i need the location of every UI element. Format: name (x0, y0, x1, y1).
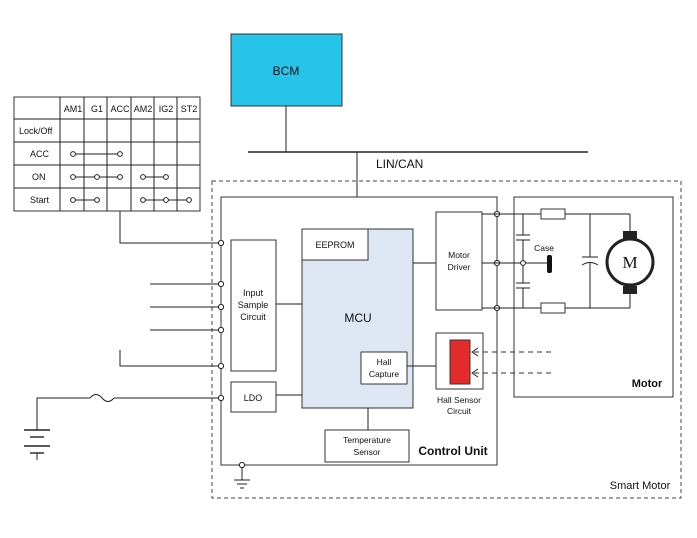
pin-dot (217, 326, 225, 334)
input-sample-circuit-block (230, 239, 277, 372)
temperature-line-2: Sensor (354, 447, 381, 457)
input-sample-line-3: Circuit (240, 312, 266, 322)
ldo-block (230, 381, 277, 413)
ignition-wire (119, 211, 221, 244)
battery-icon (24, 429, 50, 460)
hall-capture-line-2: Capture (369, 369, 400, 379)
motor-box (513, 196, 674, 398)
input-sample-line-1: Input (243, 288, 264, 298)
control-unit-label: Control Unit (418, 444, 487, 458)
resistor-icon (540, 302, 566, 314)
pin-dot (217, 303, 225, 311)
motor-label: Motor (632, 378, 663, 390)
motor-driver-block (435, 211, 483, 311)
motor-symbol: M (622, 253, 637, 272)
col-am1: AM1 (64, 104, 83, 114)
motor-icon (605, 214, 655, 308)
temperature-sensor-block (324, 429, 410, 463)
case-label: Case (534, 243, 554, 253)
case-icon (547, 255, 552, 273)
motor-driver-line-2: Driver (448, 262, 471, 272)
switch-contact-icon (70, 174, 169, 180)
eeprom-block (301, 228, 369, 261)
ldo-label: LDO (244, 393, 263, 403)
eeprom-label: EEPROM (315, 240, 354, 250)
motor-driver-line-1: Motor (448, 250, 470, 260)
ignition-switch-table: AM1 G1 ACC AM2 IG2 ST2 Lock/Off ACC ON S… (13, 96, 201, 212)
row-acc: ACC (30, 149, 50, 159)
pin-dot (217, 280, 225, 288)
row-on: ON (32, 172, 46, 182)
col-am2: AM2 (134, 104, 153, 114)
hall-capture-block (360, 351, 408, 385)
mcu-label: MCU (344, 311, 371, 325)
hall-sensor-line-1: Hall Sensor (437, 395, 481, 405)
hall-capture-line-1: Hall (377, 357, 392, 367)
input-wire-4 (119, 350, 221, 367)
resistor-icon (540, 208, 566, 220)
row-lock-off: Lock/Off (19, 126, 53, 136)
hall-sensor-element (449, 339, 471, 385)
col-g1: G1 (91, 104, 103, 114)
arrow-icon (471, 347, 479, 357)
pin-dot (217, 394, 225, 402)
col-ig2: IG2 (159, 104, 174, 114)
fuse-icon (89, 394, 115, 402)
col-acc: ACC (110, 104, 130, 114)
capacitor-icon (516, 214, 530, 308)
pin-dot (217, 362, 225, 370)
row-start: Start (30, 195, 50, 205)
bcm-block (230, 33, 343, 107)
smart-motor-label: Smart Motor (610, 480, 671, 492)
arrow-icon (471, 368, 479, 378)
bus-label: LIN/CAN (376, 157, 423, 171)
smart-motor-boundary (211, 180, 682, 499)
temperature-line-1: Temperature (343, 435, 391, 445)
switch-contact-icon (70, 151, 123, 157)
pin-dot (217, 239, 225, 247)
battery-wire (36, 397, 90, 430)
switch-contact-icon (70, 197, 192, 203)
col-st2: ST2 (181, 104, 198, 114)
hall-sensor-line-2: Circuit (447, 406, 472, 416)
ground-icon (234, 461, 250, 489)
input-sample-line-2: Sample (238, 300, 269, 310)
bcm-label: BCM (273, 64, 300, 78)
capacitor-icon (581, 214, 599, 308)
